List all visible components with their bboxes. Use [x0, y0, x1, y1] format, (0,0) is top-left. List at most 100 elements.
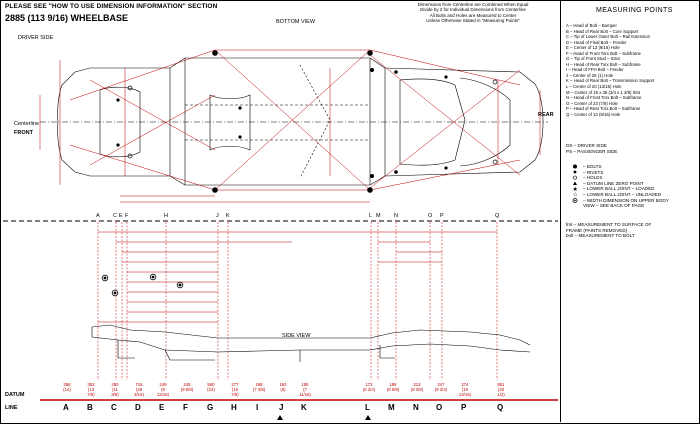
note-line: All Bolts and Holes are Measured to Cent…	[429, 12, 517, 18]
measuring-points-list: A – Head of Bolt – Bumper B – Head of Re…	[566, 23, 654, 117]
datum-letter: C	[111, 403, 117, 412]
legend-item: bolt – MEASUREMENT TO BOLT	[566, 233, 635, 239]
svg-text:★: ★	[573, 186, 578, 193]
point-letter: P	[440, 213, 444, 219]
dimension-diagonals	[39, 49, 541, 203]
datum-letter: I	[256, 403, 259, 412]
list-item: H – Head of Rear Torx Bolt – Subframe	[566, 61, 641, 67]
point-letter: L	[369, 213, 373, 219]
side-view-body	[91, 324, 531, 362]
point-letter: O	[428, 213, 433, 219]
legend-symbols: ★ ☆	[573, 164, 578, 203]
instruction-header: PLEASE SEE "HOW TO USE DIMENSION INFORMA…	[5, 3, 218, 10]
height-label: 195(7 11/16)	[299, 382, 311, 397]
list-item: P – Head of Rear Torx Bolt – Subframe	[566, 106, 641, 112]
datum-letter: D	[135, 403, 141, 412]
legend-item: PS – PASSENGER SIDE	[566, 148, 618, 154]
datum-letter: M	[388, 403, 395, 412]
rear-label: REAR	[538, 112, 554, 118]
length-dimensions	[98, 231, 497, 323]
datum-letter: J	[279, 403, 284, 412]
legend-item: DS – DRIVER SIDE	[566, 143, 607, 148]
datum-zero-points	[277, 415, 371, 420]
legend-item: – BOLTS	[583, 164, 602, 169]
units-legend: fmt – MEASUREMENT TO SURFACE OF FRAME (P…	[566, 222, 651, 239]
bottom-view-body	[57, 57, 544, 186]
height-label: 358(14)	[63, 382, 71, 392]
legend-item: – WIDTH DIMENSION ON UPPER BODY	[583, 197, 669, 203]
datum-letter: G	[207, 403, 214, 412]
note-line: Dimensions from Centerline are Combined …	[417, 2, 529, 7]
point-letter: N	[394, 213, 398, 219]
point-letter: M	[376, 213, 381, 219]
height-label: 188(7 3/8)	[252, 382, 266, 392]
datum-letter: B	[87, 403, 93, 412]
height-label: 213(8 3/8)	[410, 382, 424, 392]
list-item: K – Head of Rear Bolt – Transmission Sup…	[566, 78, 655, 84]
list-item: D – Head of Final Bolt – Fender	[566, 39, 627, 45]
hole-markers	[127, 79, 498, 165]
point-letter: A	[96, 213, 100, 219]
datum-letter: N	[413, 403, 419, 412]
point-letter: Q	[495, 213, 500, 219]
list-item: N – Head of Front Torx Bolt – Subframe	[566, 95, 642, 101]
note-line: Unless Otherwise Stated in "Measuring Po…	[426, 17, 520, 23]
side-view-label: SIDE VIEW	[282, 333, 311, 339]
dimension-note: Dimensions from Centerline are Combined …	[388, 2, 558, 23]
bottom-view-label: BOTTOM VIEW	[276, 19, 316, 25]
legend-item: FRAME (PAINTS REMOVED)	[566, 227, 628, 233]
height-label: 716(28 3/16)	[134, 382, 144, 397]
height-label: 851(33 1/2)	[497, 382, 505, 397]
list-item: Q – Center of 13 (9/16) Hole	[566, 111, 621, 117]
legend-item: – RIVETS	[583, 169, 604, 175]
height-label: 277(10 7/8)	[231, 382, 239, 397]
height-label: 290(11 3/8)	[111, 382, 119, 397]
legend-item: – LOWER BALL JOINT – LOADED	[583, 186, 655, 192]
point-letter: E	[119, 213, 123, 219]
height-label: 274(10 13/16)	[458, 382, 472, 397]
wheelbase-title: 2885 (113 9/16) WHEELBASE	[5, 13, 129, 23]
list-item: G – Tip of Front Stud – Strut	[566, 56, 620, 62]
height-label: 172(6 3/4)	[362, 382, 376, 392]
legend-item: – LOWER BALL JOINT – UNLOADED	[583, 191, 662, 197]
legend-item: – DATUM LINE ZERO POINT	[583, 180, 644, 186]
height-label: 188(8 5/8)	[386, 382, 400, 392]
list-item: L – Center of 20 (13/16) Hole	[566, 84, 622, 90]
symbol-legend: – BOLTS – RIVETS – HOLES – DATUM LINE ZE…	[583, 164, 669, 209]
point-letter: F	[125, 213, 129, 219]
centerline-label: Centerline	[14, 121, 40, 127]
height-label: 247(9 3/4)	[434, 382, 448, 392]
datum-label: DATUM	[5, 392, 25, 398]
drop-lines	[97, 222, 498, 380]
list-item: E – Center of 13 (9/16) Hole	[566, 45, 620, 51]
datum-letter: O	[436, 403, 443, 412]
list-item: C – Tip of Lower Outer Bolt – Rail Exten…	[566, 34, 651, 40]
height-label: 560(22)	[207, 382, 215, 392]
measuring-points-panel	[560, 0, 699, 422]
legend-item: fmt – MEASUREMENT TO SURFACE OF	[566, 222, 652, 227]
front-label: FRONT	[14, 130, 33, 136]
height-label: 353(13 7/8)	[87, 382, 95, 397]
list-item: F – Head of Front Torx Bolt – Subframe	[566, 50, 641, 56]
datum-letter: H	[231, 403, 237, 412]
measuring-points-title: MEASURING POINTS	[596, 7, 673, 14]
point-letter: H	[164, 213, 168, 219]
datum-letter: P	[461, 403, 467, 412]
list-item: I – Head of FFH Bolt – Fender	[566, 67, 624, 73]
list-item: J – Center of 25 (1) Hole	[566, 72, 614, 78]
datum-letter: A	[63, 403, 69, 412]
svg-text:☆: ☆	[573, 192, 578, 199]
point-letter: J	[216, 213, 219, 219]
note-line: Divide by 2 for Individual Dimensions fr…	[420, 7, 526, 13]
height-label: 249(9 13/16)	[156, 382, 170, 397]
list-item: A – Head of Bolt – Bumper	[566, 23, 617, 28]
legend-item: VIEW – SEE BACK OF PAGE	[583, 203, 645, 209]
datum-letter: E	[159, 403, 165, 412]
datum-line-label: LINE	[5, 405, 18, 411]
datum-letter: F	[183, 403, 188, 412]
side-legend: DS – DRIVER SIDE PS – PASSENGER SIDE	[566, 143, 617, 154]
point-letter: K	[226, 213, 230, 219]
datum-letter: Q	[497, 403, 504, 412]
